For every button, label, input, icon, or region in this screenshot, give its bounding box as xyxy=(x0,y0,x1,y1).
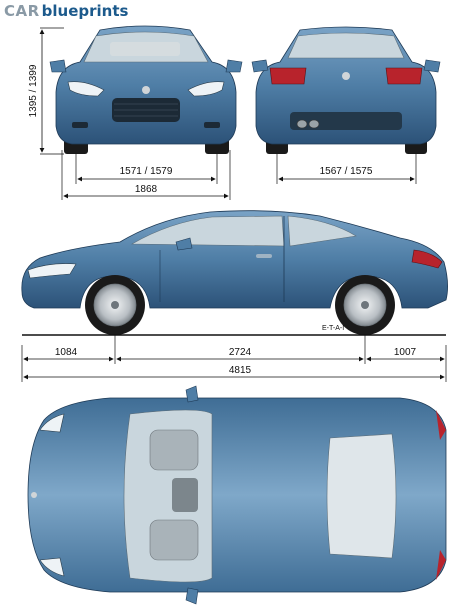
side-front-wheel xyxy=(85,275,145,335)
front-track-label: 1571 / 1579 xyxy=(120,166,173,177)
top-emblem-icon xyxy=(31,492,37,498)
rear-diffuser xyxy=(290,112,402,130)
height-dimension: 1395 / 1399 xyxy=(28,27,64,155)
left-headlight xyxy=(67,81,105,97)
top-right-tail-light xyxy=(436,550,446,580)
right-tail-light xyxy=(385,67,423,85)
rear-track-label: 1567 / 1575 xyxy=(320,166,373,177)
top-view xyxy=(27,385,447,605)
logo-car-text: CAR xyxy=(4,2,40,20)
rear-emblem-icon xyxy=(342,72,350,80)
exhaust-left xyxy=(296,119,308,129)
peugeot-emblem-icon xyxy=(142,86,150,94)
side-tag: E-T-A-I xyxy=(322,325,344,332)
top-left-headlight xyxy=(39,413,65,433)
top-center-console xyxy=(172,478,198,512)
side-tail-light xyxy=(411,249,443,269)
exhaust-right xyxy=(308,119,320,129)
side-dimensions: 1084 2724 1007 4815 xyxy=(21,335,447,382)
logo-blueprints-text: blueprints xyxy=(41,2,129,20)
right-headlight xyxy=(187,81,225,97)
top-driver-seat xyxy=(149,429,199,471)
wheelbase-label: 2724 xyxy=(229,347,252,358)
front-seats xyxy=(110,42,180,56)
rear-track-dimension: 1567 / 1575 xyxy=(276,154,417,184)
side-rear-wheel xyxy=(335,275,395,335)
top-rear-window xyxy=(326,433,397,559)
top-left-tail-light xyxy=(436,410,446,440)
left-mirror xyxy=(49,59,67,73)
rear-view xyxy=(251,26,441,154)
carblueprints-logo: CAR blueprints xyxy=(4,2,128,20)
side-mirror xyxy=(175,237,193,251)
left-tail-light xyxy=(269,67,307,85)
front-view xyxy=(49,25,243,154)
width-label: 1868 xyxy=(135,184,158,195)
front-track-dimension: 1571 / 1579 xyxy=(75,154,218,184)
right-mirror xyxy=(225,59,243,73)
left-fog-light xyxy=(72,122,88,128)
side-front-window xyxy=(130,215,285,247)
side-headlight xyxy=(27,263,77,279)
top-passenger-seat xyxy=(149,519,199,561)
top-right-headlight xyxy=(39,557,65,577)
top-right-mirror xyxy=(185,587,199,605)
right-fog-light xyxy=(204,122,220,128)
front-overhang-label: 1084 xyxy=(55,347,78,358)
rear-right-mirror xyxy=(423,59,441,73)
width-dimension: 1868 xyxy=(61,150,231,200)
length-label: 4815 xyxy=(229,365,252,376)
door-handle xyxy=(256,254,272,258)
rear-window xyxy=(287,32,405,59)
rear-overhang-label: 1007 xyxy=(394,347,417,358)
top-left-mirror xyxy=(185,385,199,403)
rear-left-mirror xyxy=(251,59,269,73)
side-rear-window xyxy=(287,215,357,247)
height-label: 1395 / 1399 xyxy=(28,64,39,117)
side-view: E-T-A-I xyxy=(21,210,448,336)
